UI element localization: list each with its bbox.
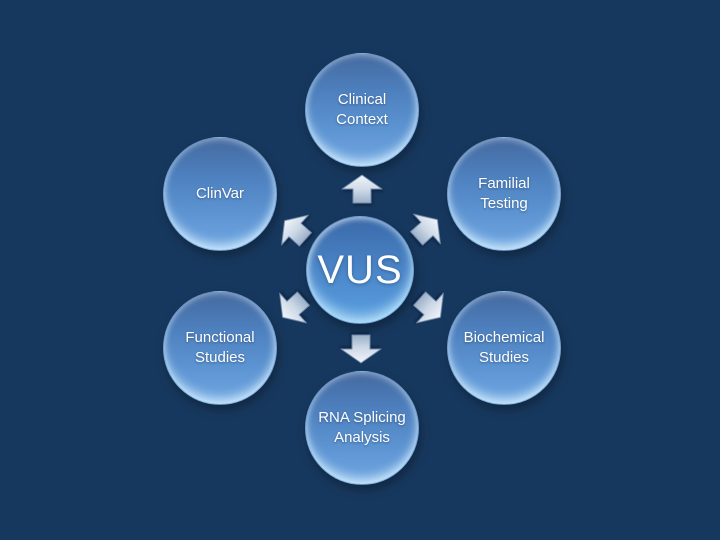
center-node-label: VUS [317,247,403,292]
node-label: Biochemical Studies [463,328,545,366]
node-label: Clinical Context [336,90,388,128]
block-arrow-down-icon [339,333,383,365]
diagram-node-familial-testing: Familial Testing [447,137,561,251]
node-label: RNA Splicing Analysis [318,408,406,446]
diagram-node-biochemical-studies: Biochemical Studies [447,291,561,405]
node-label: ClinVar [195,184,245,202]
diagram-node-functional-studies: Functional Studies [163,291,277,405]
block-arrow-up-icon [340,173,384,205]
node-label: Functional Studies [185,328,255,366]
diagram-node-clinical-context: Clinical Context [305,53,419,167]
diagram-center-node-vus: VUS [306,216,414,324]
block-arrow-lower-right-icon [403,281,456,335]
diagram-node-rna-splicing-analysis: RNA Splicing Analysis [305,371,419,485]
diagram-node-clinvar: ClinVar [163,137,277,251]
node-label: Familial Testing [478,174,530,212]
